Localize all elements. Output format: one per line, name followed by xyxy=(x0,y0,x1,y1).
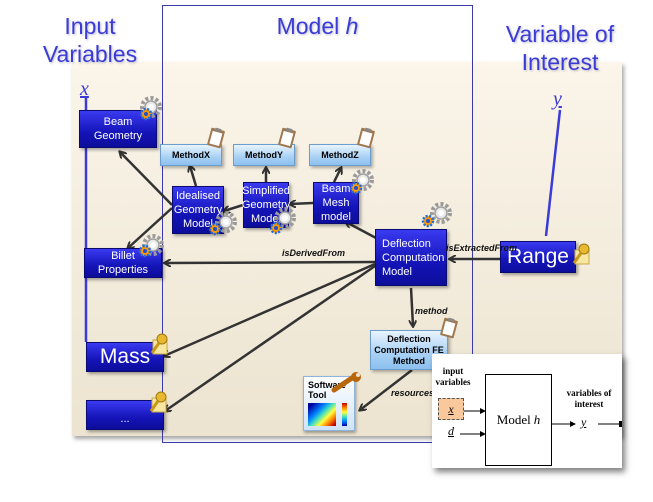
arrow-deflection-to-mass xyxy=(164,262,376,356)
arrow-idealised-to-methodx xyxy=(190,166,198,187)
input-variables-heading-line2: Variables xyxy=(42,41,138,67)
inset-model-text: Model xyxy=(496,412,531,427)
fe-method-line1: Deflection xyxy=(387,333,431,344)
arrow-deflection-to-ellipsis xyxy=(165,264,376,411)
beam-mesh-line2: Mesh xyxy=(322,197,350,209)
method-x-node[interactable]: MethodX xyxy=(160,144,222,166)
method-y-node[interactable]: MethodY xyxy=(233,144,295,166)
variable-of-interest-heading-line2: Interest xyxy=(521,49,599,75)
colorbar-icon xyxy=(342,403,347,426)
arrow-beam-mesh-to-methodz xyxy=(332,168,341,183)
billet-properties-line2: Properties xyxy=(97,264,149,276)
deflection-line1: Deflection xyxy=(382,237,431,250)
software-tool-node[interactable]: Software Tool xyxy=(303,376,355,431)
clipboard-icon-methody xyxy=(277,127,297,149)
beam-mesh-line3: model xyxy=(321,211,351,223)
key-icon-ellipsis xyxy=(149,390,168,414)
model-h-inset-diagram: input variables x d Model h variables of… xyxy=(432,354,622,468)
is-derived-from-label: isDerivedFrom xyxy=(282,248,346,258)
inset-arrows xyxy=(460,408,622,437)
gear-icon-billet-properties xyxy=(138,234,164,258)
arrow-deflection-to-fe-method xyxy=(411,287,413,326)
clipboard-icon-methodz xyxy=(356,127,376,149)
resources-label: resources xyxy=(391,388,435,398)
software-tool-line1: Software xyxy=(308,380,347,390)
clipboard-icon-fe-method xyxy=(439,317,459,339)
inset-arrow-out-end xyxy=(619,421,622,427)
x-symbol: x xyxy=(80,78,89,100)
input-variables-heading: Input Variables xyxy=(30,12,150,68)
inset-model-box: Model h xyxy=(485,374,552,466)
model-h-frame xyxy=(162,5,473,443)
inset-x-box: x xyxy=(438,398,464,420)
range-node[interactable]: Range xyxy=(500,241,576,273)
key-icon-mass xyxy=(150,332,169,356)
beam-geometry-line1: Beam xyxy=(103,116,133,128)
arrow-beam-mesh-to-simplified xyxy=(290,203,314,204)
arrow-fe-method-to-software-tool xyxy=(360,369,413,410)
fe-method-line2: Computation FE xyxy=(374,344,444,355)
billet-properties-line1: Billet xyxy=(111,250,135,262)
method-z-node[interactable]: MethodZ xyxy=(309,144,371,166)
variable-of-interest-heading: Variable of Interest xyxy=(480,20,640,76)
simplified-line3: Model xyxy=(251,213,281,225)
is-extracted-from-label: isExtractedFrom xyxy=(446,243,518,253)
arrow-deflection-to-beam-mesh xyxy=(346,222,377,240)
inset-model-symbol: h xyxy=(533,412,541,427)
gear-icon-beam-geometry xyxy=(139,96,162,121)
beam-mesh-line1: Beam xyxy=(321,183,351,195)
wrench-icon xyxy=(331,372,361,393)
gear-icon-deflection xyxy=(421,202,452,228)
simplified-line1: Simplified xyxy=(242,185,290,197)
contour-plot-icon xyxy=(308,403,336,426)
variable-of-interest-heading-line1: Variable of xyxy=(505,21,615,47)
arrow-simplified-to-idealised xyxy=(224,203,244,211)
ellipsis-node[interactable]: ... xyxy=(86,400,164,430)
beam-geometry-line2: Geometry xyxy=(93,130,143,142)
gear-icon-beam-mesh xyxy=(349,169,374,195)
idealised-line2: Geometry xyxy=(173,204,223,216)
arrow-deflection-to-billet xyxy=(165,262,376,263)
inset-output-label-line1: variables of xyxy=(566,388,612,398)
model-h-heading: Model h xyxy=(162,12,473,40)
simplified-line2: Geometry xyxy=(241,199,291,211)
idealised-line1: Idealised xyxy=(175,190,221,202)
input-variables-heading-line1: Input xyxy=(64,13,116,39)
inset-input-label-line2: variables xyxy=(435,377,471,387)
model-heading-symbol: h xyxy=(345,13,359,39)
inset-output-label-line2: interest xyxy=(574,399,604,409)
key-icon-range xyxy=(572,242,591,266)
software-tool-line2: Tool xyxy=(308,390,327,400)
deflection-line2: Computation xyxy=(382,251,445,264)
fe-method-line3: Method xyxy=(393,355,425,366)
method-label: method xyxy=(415,306,448,316)
gear-icon-simplified xyxy=(269,207,296,235)
inset-d-symbol: d xyxy=(448,424,454,438)
inset-y-symbol: y xyxy=(581,415,587,429)
arrow-idealised-to-beam-geometry xyxy=(120,152,173,206)
y-symbol: y xyxy=(553,88,562,110)
clipboard-icon-methodx xyxy=(206,127,226,149)
inset-variables-of-interest-label: variables of interest xyxy=(556,388,622,410)
inset-input-label-line1: input xyxy=(442,366,464,376)
y-to-range-line xyxy=(544,109,562,237)
idealised-line3: Model xyxy=(183,218,213,230)
gear-icon-idealised xyxy=(208,211,237,236)
deflection-line3: Model xyxy=(382,265,412,278)
arrow-idealised-to-billet xyxy=(128,207,173,248)
mass-node[interactable]: Mass xyxy=(86,342,164,372)
model-heading-text: Model xyxy=(276,13,346,39)
inset-input-variables-label: input variables xyxy=(434,366,472,388)
